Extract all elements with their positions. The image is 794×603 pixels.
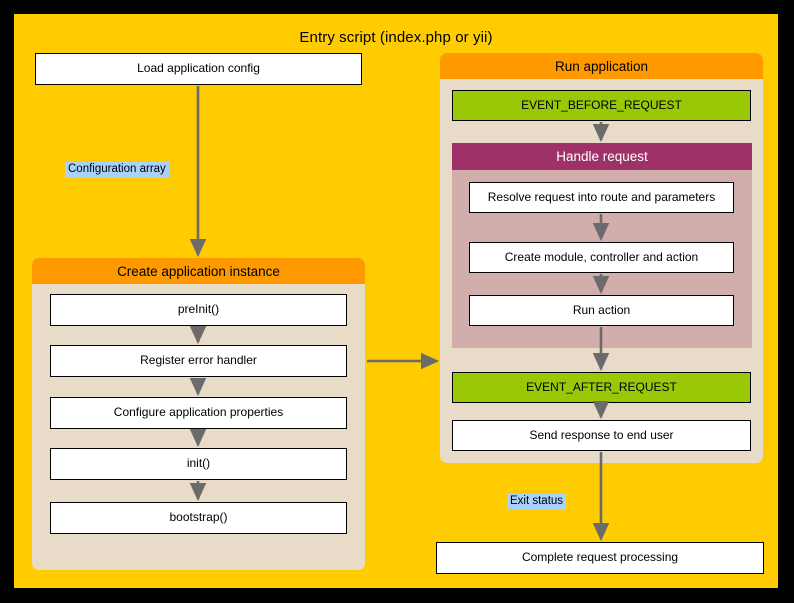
group-create-application-instance-title: Create application instance — [32, 258, 365, 284]
entry-script-title: Entry script (index.php or yii) — [299, 29, 493, 46]
node-register-error-handler: Register error handler — [50, 345, 347, 377]
group-run-application-title: Run application — [440, 53, 763, 79]
node-resolve-request: Resolve request into route and parameter… — [469, 182, 734, 213]
node-event-after-request: EVENT_AFTER_REQUEST — [452, 372, 751, 403]
node-preinit: preInit() — [50, 294, 347, 326]
edge-label-configuration-array: Configuration array — [65, 162, 169, 179]
node-complete-request-processing: Complete request processing — [436, 542, 764, 574]
group-handle-request-title: Handle request — [452, 143, 752, 170]
node-bootstrap: bootstrap() — [50, 502, 347, 534]
node-run-action: Run action — [469, 295, 734, 326]
node-event-before-request: EVENT_BEFORE_REQUEST — [452, 90, 751, 121]
node-create-module-controller-action: Create module, controller and action — [469, 242, 734, 273]
node-load-application-config: Load application config — [35, 53, 362, 85]
node-send-response-to-end-user: Send response to end user — [452, 420, 751, 451]
edge-label-exit-status: Exit status — [507, 494, 567, 511]
node-configure-application-properties: Configure application properties — [50, 397, 347, 429]
node-init: init() — [50, 448, 347, 480]
